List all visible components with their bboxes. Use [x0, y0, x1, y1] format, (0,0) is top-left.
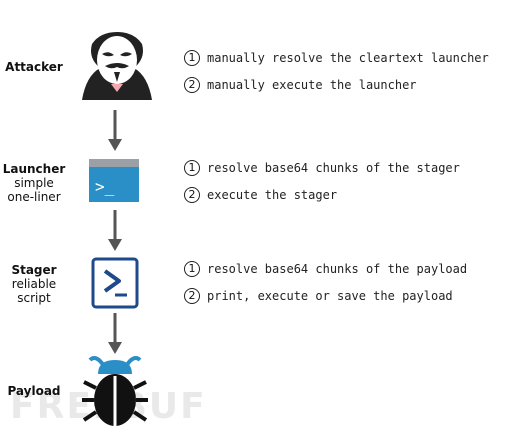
stage-name: Attacker [5, 60, 63, 74]
stage-subtitle-line: reliable [11, 277, 57, 291]
step-number: 2 [184, 186, 200, 203]
stage-subtitle-line: script [17, 291, 51, 305]
powershell-icon [91, 257, 139, 313]
step-item: 2 manually execute the launcher [184, 71, 489, 98]
step-text: manually execute the launcher [207, 77, 417, 92]
stage-label-launcher: Launcher simple one-liner [0, 162, 74, 204]
step-number: 1 [184, 49, 200, 66]
step-number: 2 [184, 287, 200, 304]
step-text: print, execute or save the payload [207, 288, 453, 303]
flow-arrow [108, 210, 122, 251]
step-number: 1 [184, 260, 200, 277]
step-number: 2 [184, 76, 200, 93]
step-item: 2 print, execute or save the payload [184, 282, 467, 309]
step-item: 1 resolve base64 chunks of the payload [184, 255, 467, 282]
stage-name: Payload [7, 384, 61, 398]
step-item: 1 resolve base64 chunks of the stager [184, 154, 460, 181]
stage-label-attacker: Attacker [0, 60, 74, 74]
step-number: 1 [184, 159, 200, 176]
anonymous-mask-icon [78, 30, 156, 106]
flow-arrow [108, 110, 122, 151]
stage-subtitle-line: one-liner [7, 190, 61, 204]
step-text: resolve base64 chunks of the stager [207, 160, 460, 175]
stage-subtitle-line: simple [14, 176, 54, 190]
stage-name: Stager [11, 263, 57, 277]
steps-launcher: 1 resolve base64 chunks of the stager 2 … [184, 154, 460, 208]
step-text: manually resolve the cleartext launcher [207, 50, 489, 65]
terminal-icon: >_ [89, 159, 139, 206]
bug-icon [82, 352, 148, 432]
steps-attacker: 1 manually resolve the cleartext launche… [184, 44, 489, 98]
step-item: 2 execute the stager [184, 181, 460, 208]
step-text: execute the stager [207, 187, 338, 202]
stage-label-stager: Stager reliable script [0, 263, 74, 305]
stage-name: Launcher [2, 162, 66, 176]
stage-label-payload: Payload [0, 384, 74, 398]
step-item: 1 manually resolve the cleartext launche… [184, 44, 489, 71]
svg-text:>_: >_ [95, 177, 115, 196]
steps-stager: 1 resolve base64 chunks of the payload 2… [184, 255, 467, 309]
flow-arrow [108, 313, 122, 354]
step-text: resolve base64 chunks of the payload [207, 261, 468, 276]
